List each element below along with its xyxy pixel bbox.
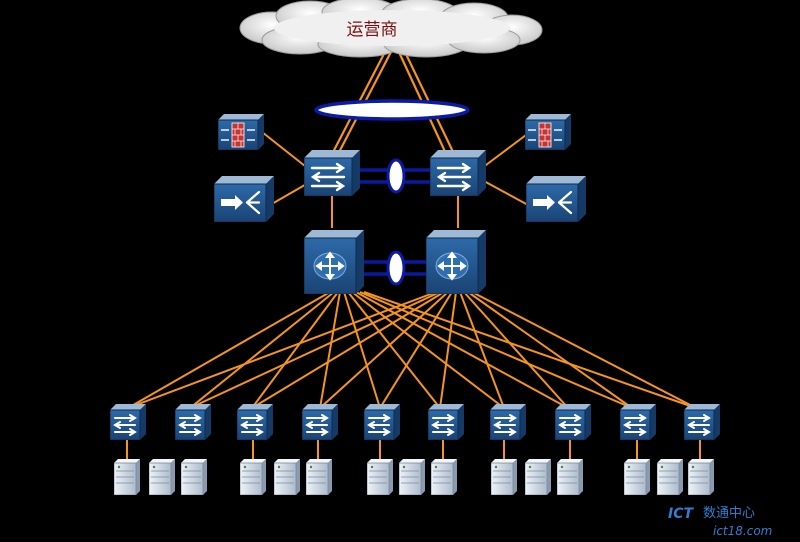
server-icon [274, 459, 300, 495]
access-switches [110, 404, 720, 440]
core-access-links [127, 291, 697, 409]
server-icon [367, 459, 393, 495]
server-icon [491, 459, 517, 495]
lb-link-left [269, 181, 311, 206]
firewall-icon [218, 114, 264, 150]
aggregation-stack-link [360, 158, 430, 194]
firewall-link-right [481, 131, 531, 169]
server-icon [149, 459, 175, 495]
load-balancer-icon [526, 176, 586, 222]
switch-icon [175, 404, 211, 440]
watermark-brand: ICT [668, 506, 694, 522]
router-icon [426, 230, 486, 294]
servers [114, 459, 714, 495]
firewall-icon [525, 114, 571, 150]
switch-icon [684, 404, 720, 440]
cloud-label: 运营商 [347, 20, 398, 40]
switch-icon [304, 150, 360, 196]
switch-icon [428, 404, 464, 440]
switch-icon [430, 150, 486, 196]
server-icon [114, 459, 140, 495]
server-icon [525, 459, 551, 495]
load-balancer-icon [214, 176, 274, 222]
switch-icon [490, 404, 526, 440]
server-icon [688, 459, 714, 495]
server-icon [624, 459, 650, 495]
server-icon [399, 459, 425, 495]
uplink-bundle-ring [314, 99, 470, 121]
server-icon [240, 459, 266, 495]
watermark: ICT 数通中心 ict18.com [668, 506, 772, 538]
server-icon [557, 459, 583, 495]
switch-icon [110, 404, 146, 440]
router-icon [304, 230, 364, 294]
switch-icon [237, 404, 273, 440]
firewall-link-left [261, 131, 311, 171]
provider-cloud: 运营商 [239, 0, 543, 58]
switch-icon [364, 404, 400, 440]
access-server-links [126, 440, 701, 462]
lb-link-right [481, 179, 529, 206]
server-icon [431, 459, 457, 495]
switch-icon [620, 404, 656, 440]
switch-icon [555, 404, 591, 440]
server-icon [306, 459, 332, 495]
watermark-url: ict18.com [713, 524, 772, 538]
switch-icon [302, 404, 338, 440]
watermark-name: 数通中心 [703, 506, 755, 521]
core-stack-link [362, 250, 430, 286]
service-links [261, 131, 531, 206]
server-icon [657, 459, 683, 495]
server-icon [181, 459, 207, 495]
agg-core-links [331, 196, 459, 228]
